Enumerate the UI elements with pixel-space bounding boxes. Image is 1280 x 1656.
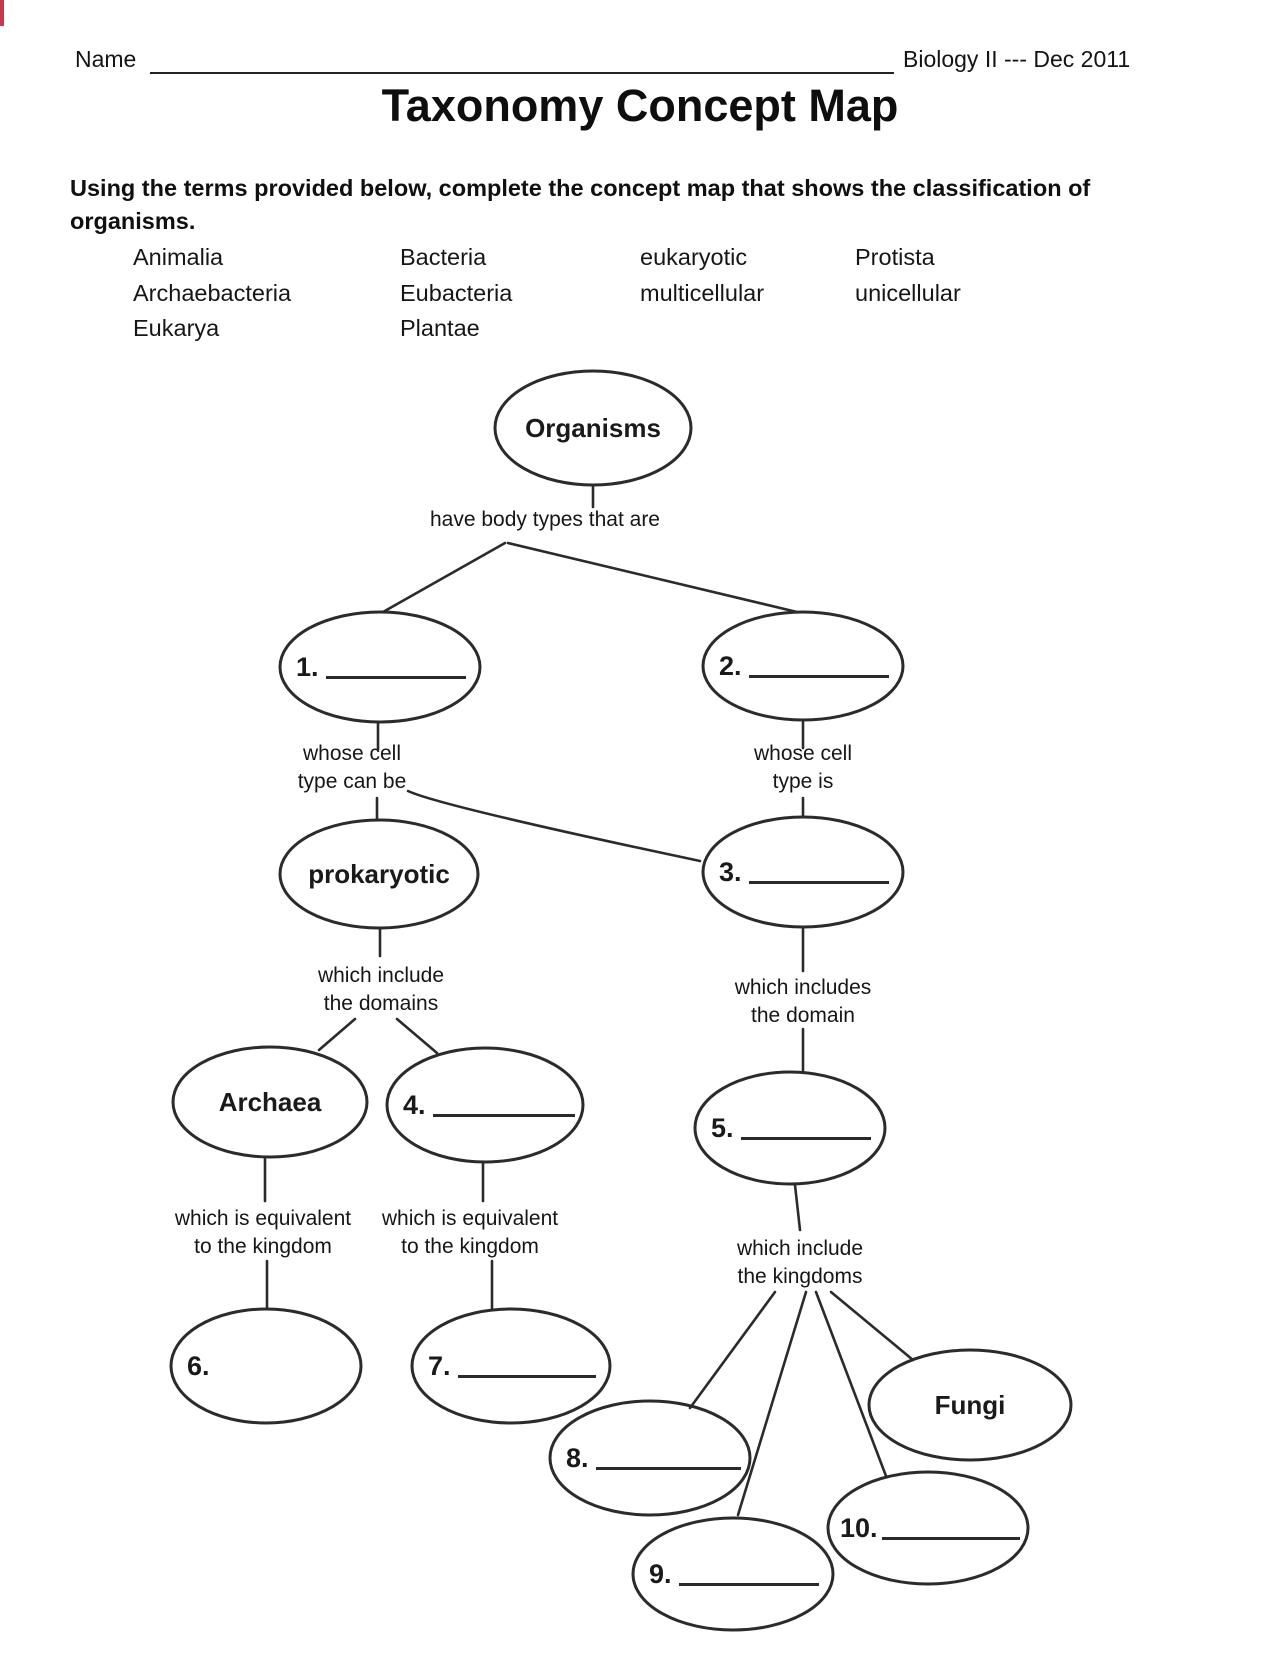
connector-text-equivalent-right: which is equivalent to the kingdom: [381, 1207, 559, 1258]
name-blank-line: [150, 50, 894, 74]
word-bank-column-1: Animalia Archaebacteria Eukarya: [133, 240, 291, 347]
blank-number: 8.: [566, 1442, 589, 1473]
term: Bacteria: [400, 244, 487, 270]
connector-text-include-domains: which include the domains: [317, 964, 445, 1015]
node-blank-6: 6.: [171, 1309, 361, 1423]
ellipse-blank-5: [693, 1070, 887, 1186]
connector-line: [814, 1290, 888, 1478]
connector-lines: [263, 484, 915, 1517]
ellipse-blank-9: [631, 1516, 835, 1632]
course-label: Biology II --- Dec 2011: [903, 46, 1131, 72]
word-bank-column-2: Bacteria Eubacteria Plantae: [400, 240, 512, 347]
term: Protista: [855, 244, 935, 270]
ellipse-blank-6: [169, 1307, 363, 1425]
connector-line: [395, 1017, 439, 1055]
blank-number: 7.: [428, 1350, 451, 1381]
connector-line: [381, 541, 507, 614]
node-blank-3: 3.: [703, 817, 903, 927]
scan-artifact: [0, 0, 4, 26]
node-label: Fungi: [934, 1389, 1006, 1420]
connector-text-includes-domain: which includes the domain: [734, 976, 872, 1027]
term: unicellular: [855, 279, 961, 306]
answer-blank-10: [881, 1536, 1020, 1540]
connector-text-equivalent-left: which is equivalent to the kingdom: [174, 1207, 352, 1258]
connector-line: [736, 1290, 808, 1517]
node-organisms: Organisms: [495, 371, 691, 485]
ellipse-blank-8: [548, 1399, 752, 1517]
node-label: Archaea: [218, 1086, 322, 1117]
connector-line: [506, 541, 799, 614]
connector-line: [688, 1290, 777, 1410]
blank-number: 6.: [187, 1350, 210, 1381]
blank-number: 10.: [840, 1512, 878, 1543]
ellipse-archaea: [171, 1045, 369, 1159]
answer-blank-1: [325, 675, 466, 679]
instructions: Using the terms provided below, complete…: [70, 175, 1091, 234]
connector-text-include-kingdoms: which include the kingdoms: [736, 1237, 864, 1288]
node-blank-5: 5.: [695, 1072, 885, 1184]
blank-number: 4.: [403, 1089, 426, 1120]
connector-line: [829, 1290, 915, 1362]
connector-line: [406, 789, 702, 863]
connector-text-body-types: have body types that are: [430, 508, 660, 531]
node-fungi: Fungi: [869, 1350, 1071, 1460]
node-blank-7: 7.: [412, 1309, 610, 1423]
term: Animalia: [133, 244, 224, 270]
term: Eukarya: [133, 315, 220, 341]
term: multicellular: [640, 279, 765, 306]
term: Archaebacteria: [133, 279, 292, 306]
term: Eubacteria: [400, 279, 513, 306]
answer-blank-8: [595, 1466, 741, 1470]
node-blank-1: 1.: [280, 612, 480, 722]
word-bank-column-3: eukaryotic multicellular: [640, 240, 764, 311]
node-archaea: Archaea: [173, 1047, 367, 1157]
blank-number: 3.: [719, 856, 742, 887]
node-blank-8: 8.: [550, 1401, 750, 1515]
node-label: prokaryotic: [308, 858, 450, 889]
answer-blank-3: [748, 880, 889, 884]
node-blank-9: 9.: [633, 1518, 833, 1630]
answer-blank-4: [432, 1113, 575, 1117]
blank-number: 9.: [649, 1558, 672, 1589]
term: Plantae: [400, 315, 480, 341]
connector-text-cell-type-is: whose cell type is: [753, 742, 853, 793]
page-title: Taxonomy Concept Map: [381, 80, 899, 131]
ellipse-blank-10: [826, 1470, 1030, 1586]
node-blank-4: 4.: [387, 1048, 583, 1162]
name-label: Name: [75, 46, 137, 72]
term: eukaryotic: [640, 244, 748, 270]
word-bank-column-4: Protista unicellular: [855, 240, 961, 311]
connector-line: [793, 1183, 802, 1232]
answer-blank-9: [678, 1582, 819, 1586]
ellipse-blank-4: [385, 1046, 585, 1164]
blank-number: 1.: [296, 651, 319, 682]
ellipse-blank-1: [278, 610, 482, 724]
answer-blank-7: [457, 1374, 596, 1378]
blank-number: 5.: [711, 1112, 734, 1143]
ellipse-blank-7: [410, 1307, 612, 1425]
answer-blank-5: [740, 1136, 871, 1140]
node-label: Organisms: [525, 412, 661, 443]
connector-line: [317, 1017, 357, 1052]
ellipse-fungi: [867, 1348, 1073, 1462]
node-blank-2: 2.: [703, 612, 903, 720]
blank-number: 2.: [719, 650, 742, 681]
node-blank-10: 10.: [828, 1472, 1028, 1584]
node-prokaryotic: prokaryotic: [280, 820, 478, 928]
answer-blank-2: [748, 674, 889, 678]
connector-text-cell-type-can-be: whose cell type can be: [297, 742, 407, 793]
